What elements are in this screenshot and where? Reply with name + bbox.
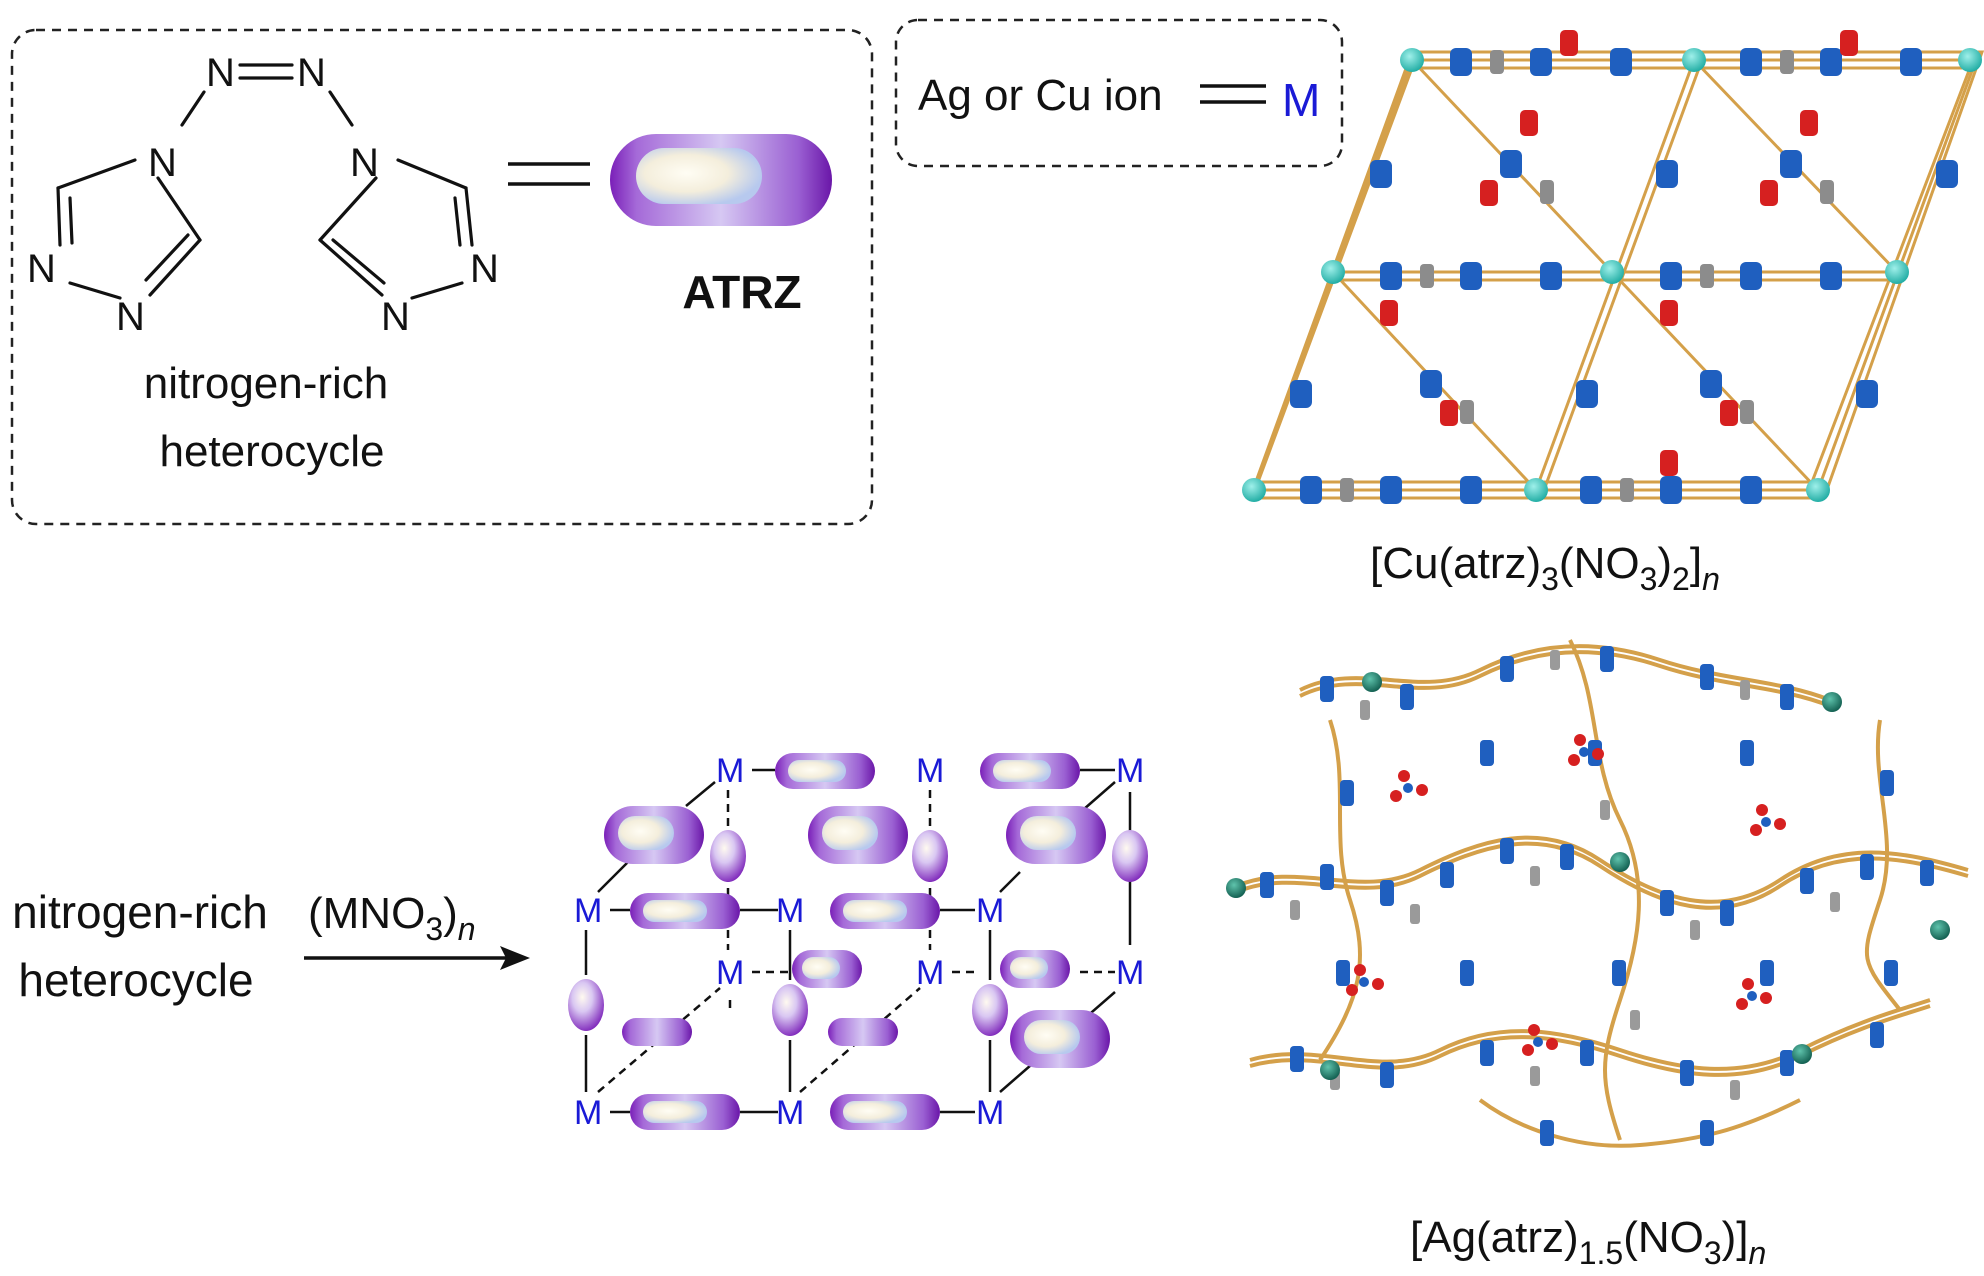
triazole-n1-left: N [116,295,145,339]
ag-triazole-blocks [1260,646,1934,1146]
linker-capsule [830,893,940,929]
linker-capsule [980,753,1080,789]
atrz-label: ATRZ [682,266,801,318]
linker-capsule-large [1006,806,1106,864]
metal-node: M [574,892,602,930]
triazole-n1-right: N [381,295,410,339]
linker-capsule-large [808,806,908,864]
lattice-vertical-ovals [568,830,1148,1036]
linker-capsule [830,1094,940,1130]
equals-sign-atrz [508,162,590,186]
atrz-structure [56,63,474,300]
linker-capsule [775,753,875,789]
atrz-legend-box: N N N N N N N N nitrogen-rich heterocycl… [10,28,874,526]
atrz-capsule-icon [610,134,832,226]
metal-legend-border [894,18,1344,168]
azo-n-left: N [206,51,235,95]
linker-capsule-small [828,1018,898,1046]
ag-nitrate-anions [1346,734,1786,1056]
cu-metal-nodes [1242,48,1982,502]
metal-node: M [776,1094,804,1132]
nitrate-anion [1346,964,1384,996]
reaction-arrow [304,946,530,970]
triazole-n4-left: N [148,141,177,185]
metal-node: M [1116,954,1144,992]
metal-node: M [574,1094,602,1132]
atrz-legend-border [10,28,874,526]
ag-hydrogen-blocks [1290,650,1840,1100]
azo-n-right: N [297,51,326,95]
metal-legend-box: Ag or Cu ion M [894,18,1344,168]
linker-capsule-large [1010,1010,1110,1068]
ag-metal-nodes [1226,672,1950,1080]
atrz-atom-labels: N N N N N N N N [27,51,499,339]
reactant-line2: heterocycle [18,954,253,1006]
metal-node: M [976,892,1004,930]
reactant-line1: nitrogen-rich [12,886,268,938]
ag-framework-formula: [Ag(atrz)1.5(NO3)]n [1410,1213,1766,1271]
linker-capsule [630,893,740,929]
lattice-metal-nodes: M M M M M M M M M M M M [574,752,1144,1132]
metal-node: M [916,752,944,790]
metal-node: M [776,892,804,930]
cu-framework-diagram: [Cu(atrz)3(NO3)2]n [1242,30,1984,597]
mof-lattice-diagram: M M M M M M M M M M M M [568,752,1148,1132]
metal-node: M [976,1094,1004,1132]
metal-node: M [1116,752,1144,790]
nitrate-anion [1736,978,1772,1010]
metal-node: M [716,752,744,790]
reaction-scheme: nitrogen-rich heterocycle (MNO3)n [12,886,530,1006]
nitrate-anion [1390,770,1428,802]
metal-node: M [916,954,944,992]
linker-capsule-small [622,1018,692,1046]
reagent-label: (MNO3)n [308,889,476,947]
triazole-n4-right: N [350,141,379,185]
heterocycle-caption-line1: nitrogen-rich [144,359,389,408]
linker-capsule-small [1000,950,1070,988]
linker-capsule-small [792,950,862,988]
equals-sign-metal [1200,84,1266,104]
heterocycle-caption-line2: heterocycle [159,427,384,476]
metal-ion-text: Ag or Cu ion [918,71,1163,120]
cu-ligand-blocks [1290,30,1958,504]
nitrate-anion [1522,1024,1558,1056]
linker-capsule [630,1094,740,1130]
nitrate-anion [1750,804,1786,836]
metal-node: M [716,954,744,992]
metal-symbol: M [1282,74,1320,126]
triazole-n2-left: N [27,247,56,291]
triazole-n2-right: N [470,247,499,291]
lattice-linker-capsules [604,753,1110,1130]
cu-framework-formula: [Cu(atrz)3(NO3)2]n [1370,539,1720,597]
ag-framework-diagram: [Ag(atrz)1.5(NO3)]n [1226,639,1969,1271]
nitrate-anion [1568,734,1604,766]
linker-capsule-large [604,806,704,864]
